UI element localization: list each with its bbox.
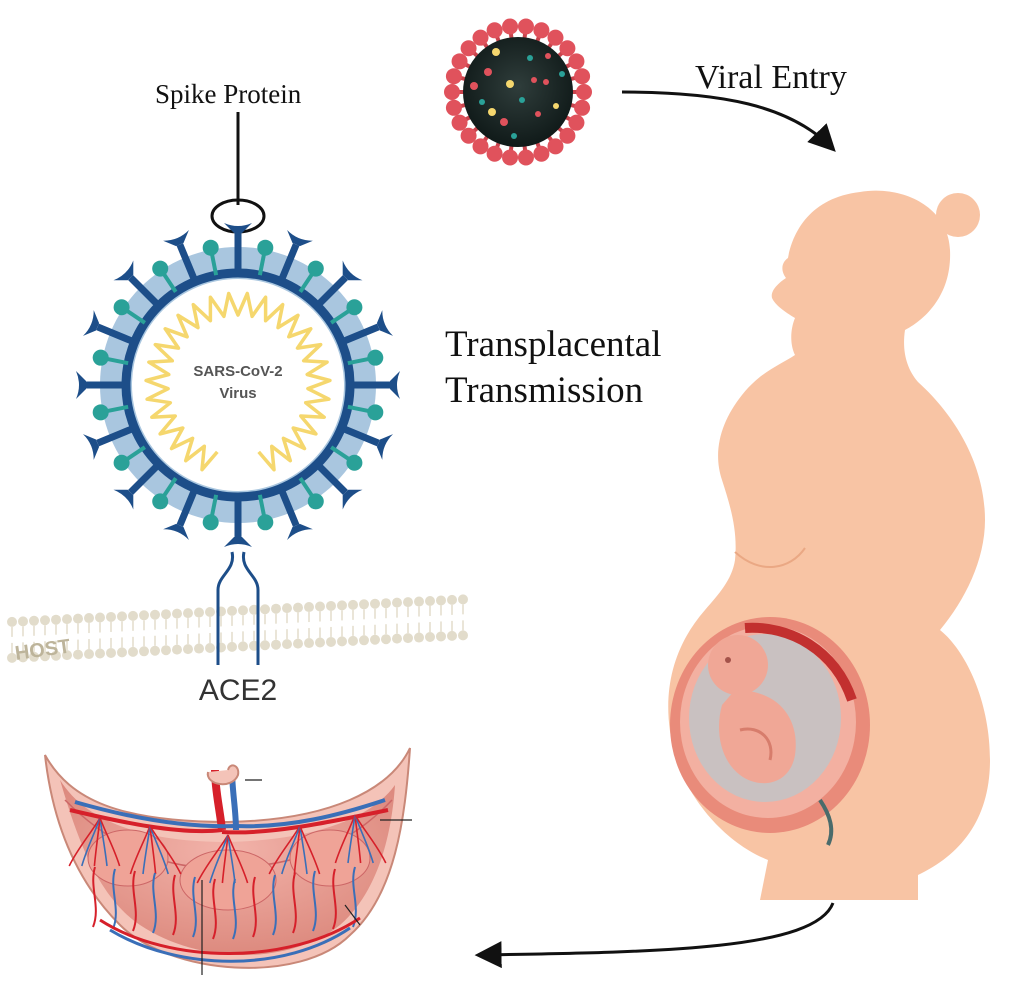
- ace2-label: ACE2: [199, 674, 277, 707]
- ace2-receptor: [216, 551, 260, 665]
- placenta-vessels: [68, 814, 387, 940]
- coronavirus-icon: [444, 18, 592, 166]
- host-label: HOST: [14, 635, 72, 665]
- pregnant-woman-silhouette: [668, 190, 990, 900]
- transmission-arrow: [474, 902, 835, 969]
- viral-entry-arrow: [621, 90, 836, 152]
- fetus-icon: [708, 635, 796, 784]
- host-membrane: [7, 594, 468, 663]
- virus-name-line2: Virus: [219, 385, 256, 402]
- transmission-label-line2: Transmission: [445, 370, 643, 411]
- spike-protein-label: Spike Protein: [155, 79, 302, 109]
- sars-cov-2-schematic: [76, 223, 400, 547]
- transmission-label-line1: Transplacental: [445, 324, 661, 365]
- placenta-illustration: [44, 747, 412, 975]
- virus-name-line1: SARS-CoV-2: [193, 363, 282, 380]
- viral-entry-label: Viral Entry: [695, 59, 847, 96]
